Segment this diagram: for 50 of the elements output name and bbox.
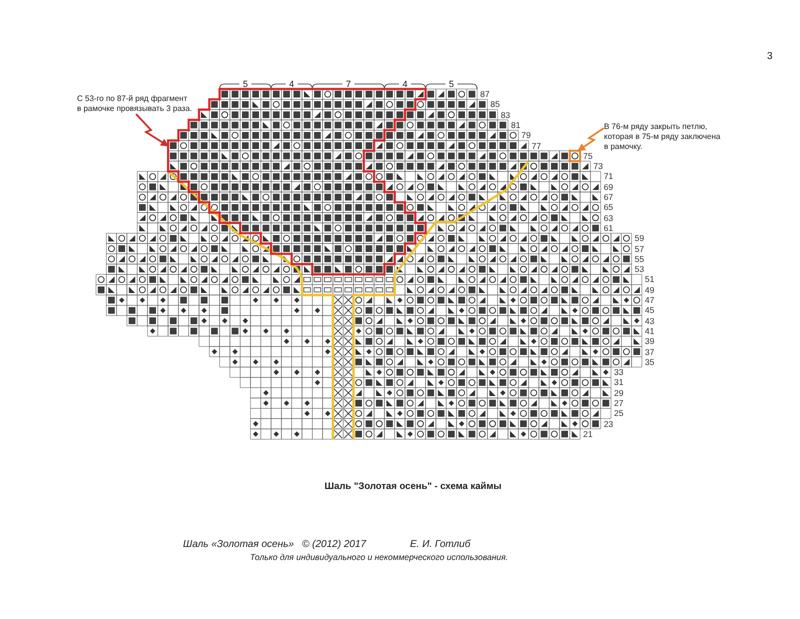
row-number: 41 (644, 326, 654, 336)
row-number: 31 (614, 377, 624, 388)
row-number: 65 (604, 202, 614, 213)
row-number: 59 (634, 233, 644, 244)
repeat-count: 4 (289, 79, 294, 89)
row-number: 37 (644, 346, 654, 357)
row-number: 53 (634, 264, 644, 274)
row-number: 55 (634, 254, 644, 264)
repeat-count: 5 (242, 79, 248, 89)
row-number: 83 (500, 110, 510, 120)
row-number: 75 (583, 150, 593, 162)
arrow (135, 113, 169, 147)
row-number: 57 (634, 244, 644, 254)
note: В 76-м ряду закрыть петлю, которая в 75-м ряду заключена в рамочку. (604, 122, 726, 152)
row-number: 73 (593, 161, 603, 172)
row-number: 79 (521, 130, 531, 140)
note: С 53-го по 87-й ряд фрагмент в рамочке провязывать 3 раза. (77, 94, 195, 114)
row-number: 87 (480, 89, 490, 100)
page-number: 3 (767, 51, 773, 63)
row-number: 71 (604, 171, 614, 182)
cell-frame (568, 150, 582, 162)
arrow (577, 127, 604, 152)
footer-text: © (2012) 2017 (302, 539, 366, 551)
row-number: 29 (614, 388, 624, 398)
row-number: 51 (644, 274, 654, 285)
row-number: 63 (604, 212, 614, 223)
row-number: 35 (644, 356, 654, 368)
repeat-count: 5 (448, 79, 454, 89)
row-number: 43 (644, 316, 654, 326)
footer-text: Только для индивидуального и некоммерческого использования. (250, 552, 508, 562)
row-number: 47 (644, 295, 654, 306)
chart-caption: Шаль "Золотая осень" - схема каймы (324, 481, 502, 493)
repeat-count: 7 (346, 79, 351, 89)
row-number: 77 (532, 140, 542, 151)
row-number: 25 (614, 408, 624, 419)
row-number: 67 (604, 192, 614, 202)
row-number: 27 (614, 398, 624, 408)
repeat-count: 4 (402, 79, 408, 89)
row-number: 45 (644, 305, 654, 316)
footer-text: Шаль «Золотая осень» (183, 539, 294, 551)
row-number: 85 (490, 99, 500, 110)
row-number: 21 (583, 428, 593, 440)
footer-text: Е. И. Готлиб (410, 539, 470, 551)
row-number: 69 (604, 182, 614, 192)
row-number: 61 (604, 222, 614, 234)
row-number: 39 (644, 336, 654, 346)
row-number: 81 (511, 120, 520, 130)
row-number: 49 (644, 284, 654, 295)
row-number: 23 (604, 418, 614, 429)
row-number: 33 (614, 367, 624, 378)
